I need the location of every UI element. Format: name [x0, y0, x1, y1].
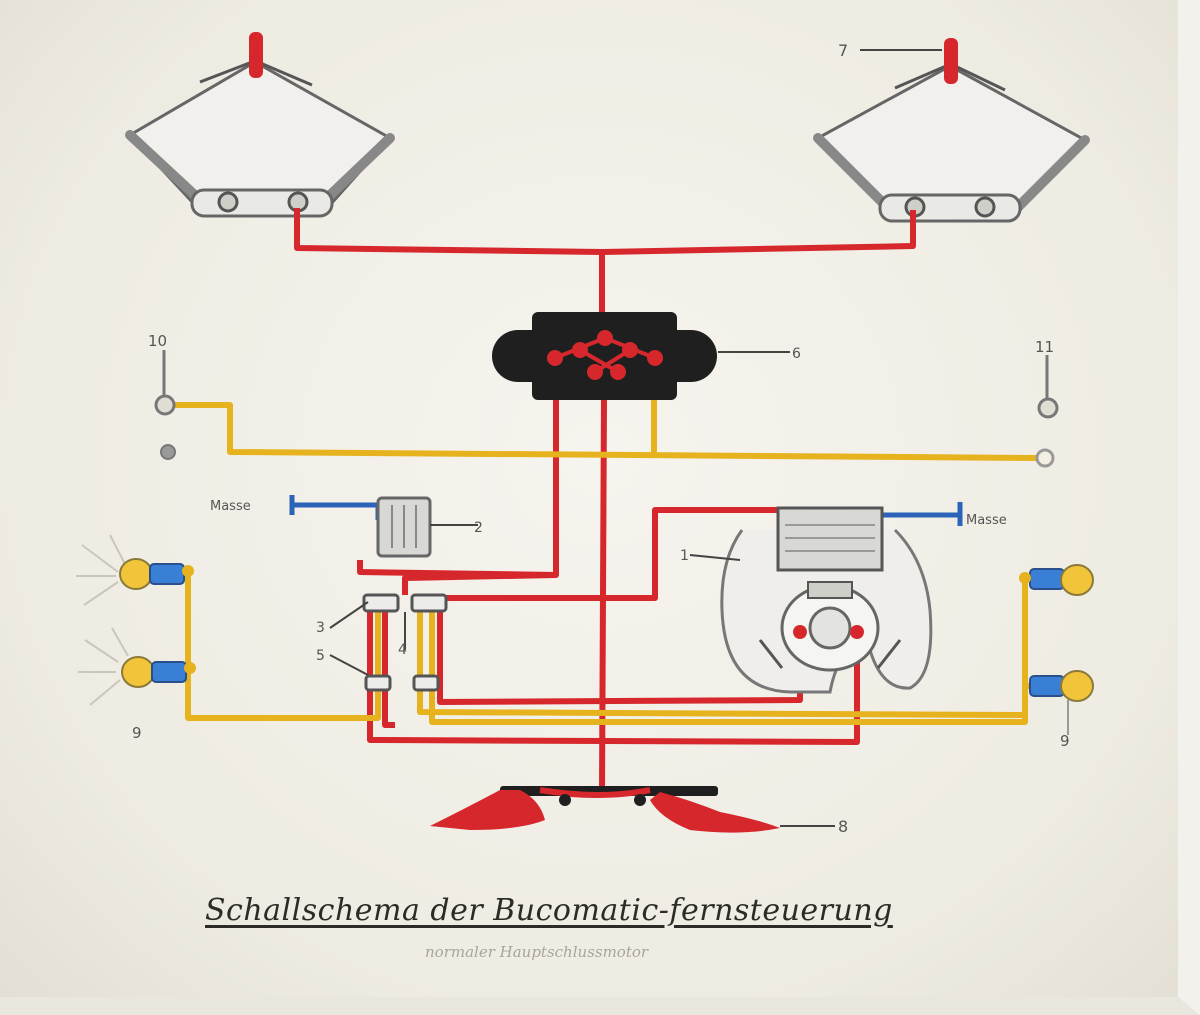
label-4: 4 — [398, 642, 407, 658]
diagram-subcaption: normaler Hauptschlussmotor — [425, 943, 649, 961]
label-masse-left: Masse — [210, 499, 251, 514]
left-horn — [125, 32, 395, 218]
motor-1 — [689, 506, 933, 694]
control-unit-6 — [492, 312, 790, 400]
signal-wires — [160, 370, 1045, 725]
lamp-left-top — [76, 534, 194, 606]
label-1: 1 — [680, 548, 689, 564]
lamp-left-bottom — [78, 627, 196, 706]
label-3: 3 — [316, 620, 325, 636]
terminal-11 — [1035, 355, 1059, 468]
component-labels: 2 1 3 5 4 6 7 8 9 9 10 11 Masse Masse — [132, 41, 1070, 836]
foot-switch-8 — [430, 786, 835, 833]
terminal-10 — [154, 350, 176, 460]
label-2: 2 — [474, 520, 483, 536]
contact-block — [329, 593, 448, 692]
label-8: 8 — [838, 817, 848, 836]
label-6: 6 — [792, 346, 801, 362]
label-9-left: 9 — [132, 724, 142, 742]
lamp-right-top — [1019, 564, 1094, 596]
label-10: 10 — [148, 332, 167, 350]
label-5: 5 — [316, 648, 325, 664]
relay-2 — [376, 496, 478, 558]
left-lamps — [76, 534, 196, 706]
diagram-caption: Schallschema der Bucomatic-fernsteuerung — [205, 893, 893, 928]
right-horn — [813, 38, 1090, 223]
lamp-right-bottom — [1029, 670, 1094, 735]
right-lamps — [1019, 564, 1094, 735]
label-7: 7 — [838, 41, 848, 60]
label-11: 11 — [1035, 338, 1054, 356]
label-masse-right: Masse — [966, 513, 1007, 528]
label-9-right: 9 — [1060, 732, 1070, 750]
